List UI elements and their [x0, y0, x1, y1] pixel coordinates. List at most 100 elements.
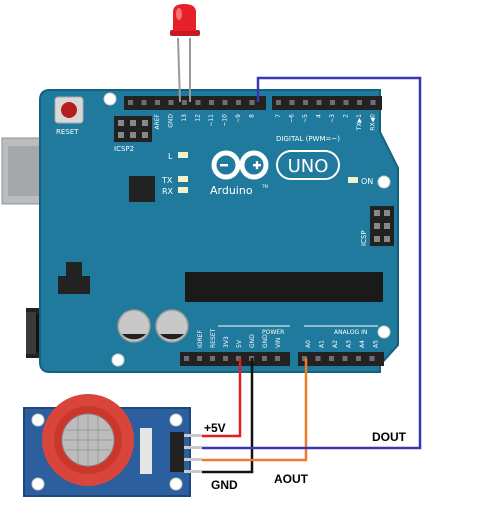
pin-label: GND [262, 334, 269, 348]
led-l [178, 152, 188, 158]
led-l-label: L [168, 152, 173, 161]
gnd-label: GND [211, 478, 238, 492]
led-tx-label: TX [161, 176, 173, 185]
led-on [348, 177, 358, 183]
led-on-label: ON [361, 177, 373, 186]
pin-label: 8 [249, 114, 256, 118]
red-led [170, 4, 200, 103]
arduino-logo-icon [211, 150, 269, 180]
pin-label: RX◀0 [370, 114, 377, 131]
digital-label: DIGITAL (PWM=~) [276, 135, 340, 143]
pin-label: 12 [195, 114, 202, 122]
pin-label: GND [168, 114, 175, 128]
reset-button[interactable] [54, 96, 84, 124]
bottom-pin-holes [184, 356, 375, 361]
sensor-element [42, 394, 134, 486]
pin-hole [343, 100, 349, 105]
pin-hole [184, 356, 189, 361]
mounting-hole [377, 325, 391, 339]
sensor-pins [184, 434, 202, 473]
pin-hole [182, 100, 187, 105]
pin-hole [222, 100, 228, 105]
pin-hole [302, 356, 307, 361]
pin-label: 4 [316, 114, 323, 118]
pin-hole [168, 100, 174, 105]
pin-hole [262, 356, 267, 361]
pin-hole [195, 100, 201, 105]
analog-label: ANALOG IN [334, 329, 367, 336]
pin-hole [275, 356, 280, 361]
mounting-hole [377, 175, 391, 189]
icsp-header [370, 206, 394, 246]
usb-chip [129, 176, 155, 202]
uno-badge: UNO [276, 150, 340, 180]
pin-label: AREF [154, 113, 161, 129]
dout-label: DOUT [372, 430, 407, 444]
mounting-hole [111, 353, 125, 367]
pin-label: 13 [181, 114, 188, 122]
pin-hole [155, 100, 160, 105]
pin-label: 2 [343, 114, 350, 118]
pin-hole [356, 356, 361, 361]
pin-label: 7 [275, 114, 282, 118]
icsp-label: ICSP [360, 230, 368, 246]
led-rx [178, 187, 188, 193]
pin-hole [303, 100, 308, 105]
aout-label: AOUT [274, 472, 309, 486]
aout-wire [202, 358, 308, 462]
gnd-wire [202, 358, 254, 474]
pin-hole [342, 356, 348, 361]
pin-label: A1 [319, 340, 326, 348]
mounting-hole [103, 92, 117, 106]
pin-label: A4 [359, 340, 366, 348]
pin-hole [357, 100, 362, 105]
pin-label: RESET [210, 328, 217, 348]
pin-label: A3 [346, 340, 353, 348]
pin-hole [276, 100, 281, 105]
pin-hole [330, 100, 335, 105]
pin-hole [329, 356, 334, 361]
microcontroller-chip [185, 272, 383, 302]
pin-hole [316, 100, 322, 105]
vcc-label: +5V [204, 421, 226, 435]
pin-label: A0 [305, 340, 312, 348]
digital-header-right [272, 96, 382, 110]
pin-hole [289, 100, 295, 105]
pin-label: ~6 [289, 114, 296, 123]
pin-label: A5 [373, 340, 380, 348]
pin-hole [369, 356, 375, 361]
digital-header-left [124, 96, 266, 110]
pin-label: ~10 [222, 114, 229, 127]
pin-hole [249, 100, 255, 105]
brand-label: Arduino [210, 184, 253, 197]
icsp2-header [114, 116, 152, 142]
trademark-label: TM [261, 184, 268, 189]
analog-header [298, 352, 384, 366]
pin-label: GND [249, 334, 256, 348]
pin-hole [197, 356, 202, 361]
pin-hole [236, 356, 241, 361]
pin-hole [141, 100, 147, 105]
pin-hole [315, 356, 321, 361]
power-header [180, 352, 290, 366]
power-label: POWER [262, 329, 284, 336]
pin-hole [210, 356, 215, 361]
pin-hole [223, 356, 228, 361]
icsp2-label: ICSP2 [114, 145, 134, 153]
pin-label: TX▶1 [356, 114, 363, 131]
pin-label: IOREF [197, 330, 204, 348]
pin-hole [209, 100, 214, 105]
pin-label: 3V3 [223, 336, 230, 348]
reset-label: RESET [56, 128, 79, 136]
pin-hole [236, 100, 241, 105]
led-tx [178, 176, 188, 182]
led-rx-label: RX [162, 187, 174, 196]
capacitor [117, 309, 151, 343]
pin-hole [128, 100, 133, 105]
pin-label: 5V [236, 339, 243, 348]
capacitor [155, 309, 189, 343]
